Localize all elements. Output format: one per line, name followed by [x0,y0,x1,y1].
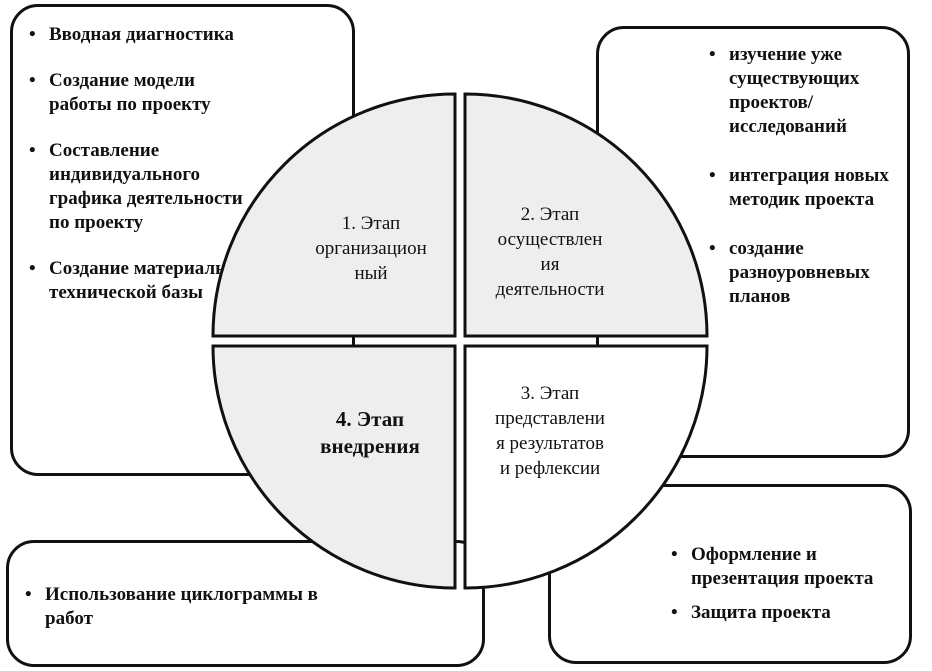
stage-2-quadrant [463,92,709,338]
stage-4-label: 4. Этап внедрения [280,406,460,460]
stage-2-label: 2. Этап осуществлен ия деятельности [460,202,640,302]
stage-2-line: осуществлен [497,229,603,250]
list-item: Использование циклограммы в работ [15,583,335,631]
stage-3-line: 3. Этап [520,383,580,404]
list-item: Создание материально технической базы [19,257,259,305]
stage-1-line: организацион [315,238,427,259]
list-item: Составление индивидуального графика деят… [19,139,259,235]
stage-2-line: 2. Этап [520,204,580,225]
stage-3-quadrant [463,344,709,590]
list-item: Создание модели работы по проекту [19,69,259,117]
stage-1-line: 1. Этап [341,213,401,234]
stage-4-quadrant [211,344,457,590]
list-item: изучение уже существующих проектов/ иссл… [699,43,899,139]
stage-1-label: 1. Этап организацион ный [281,211,461,286]
list-item: Вводная диагностика [19,23,259,47]
stage-3-label: 3. Этап представлени я результатов и реф… [460,381,640,481]
list-item: создание разноуровневых планов [699,237,899,309]
stage-2-line: деятельности [495,279,605,300]
list-item: интеграция новых методик проекта [699,164,899,212]
stage-3-line: я результатов [496,433,604,454]
stage-3-line: представлени [495,408,605,429]
stage-4-line: внедрения [320,434,420,458]
stage-1-line: ный [354,263,388,284]
stage-1-quadrant [211,92,457,338]
stage-2-line: ия [540,254,560,275]
list-item: Оформление и презентация проекта [661,543,901,591]
stage-3-line: и рефлексии [499,458,601,479]
list-item: Защита проекта [661,601,901,625]
stage-4-line: 4. Этап [335,407,405,431]
